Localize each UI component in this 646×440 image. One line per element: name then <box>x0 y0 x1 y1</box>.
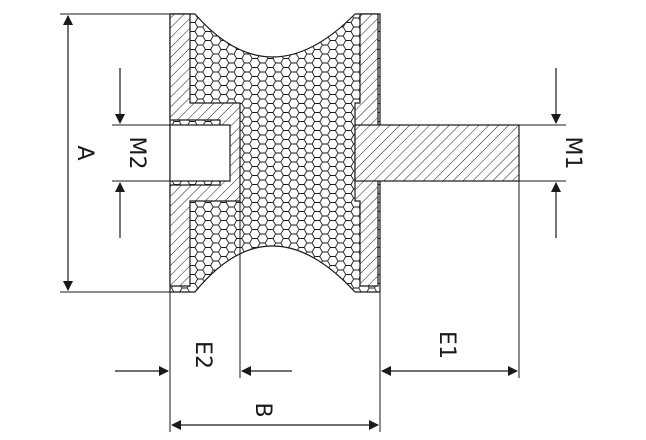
label-e2: E2 <box>190 341 215 369</box>
dimension-e1: E1 <box>381 331 518 376</box>
dimension-b: B <box>171 402 379 430</box>
dimension-m2: M2 <box>112 68 170 238</box>
female-thread-bore <box>169 124 231 182</box>
label-e1: E1 <box>434 331 459 359</box>
label-a: A <box>72 145 97 160</box>
dimension-m1: M1 <box>519 68 585 238</box>
dimension-e2: E2 <box>115 341 292 376</box>
label-b: B <box>250 402 275 417</box>
label-m1: M1 <box>560 137 585 170</box>
dimension-a: A <box>60 13 170 293</box>
label-m2: M2 <box>124 137 149 170</box>
left-plate <box>169 13 241 287</box>
threaded-stud <box>354 124 520 182</box>
